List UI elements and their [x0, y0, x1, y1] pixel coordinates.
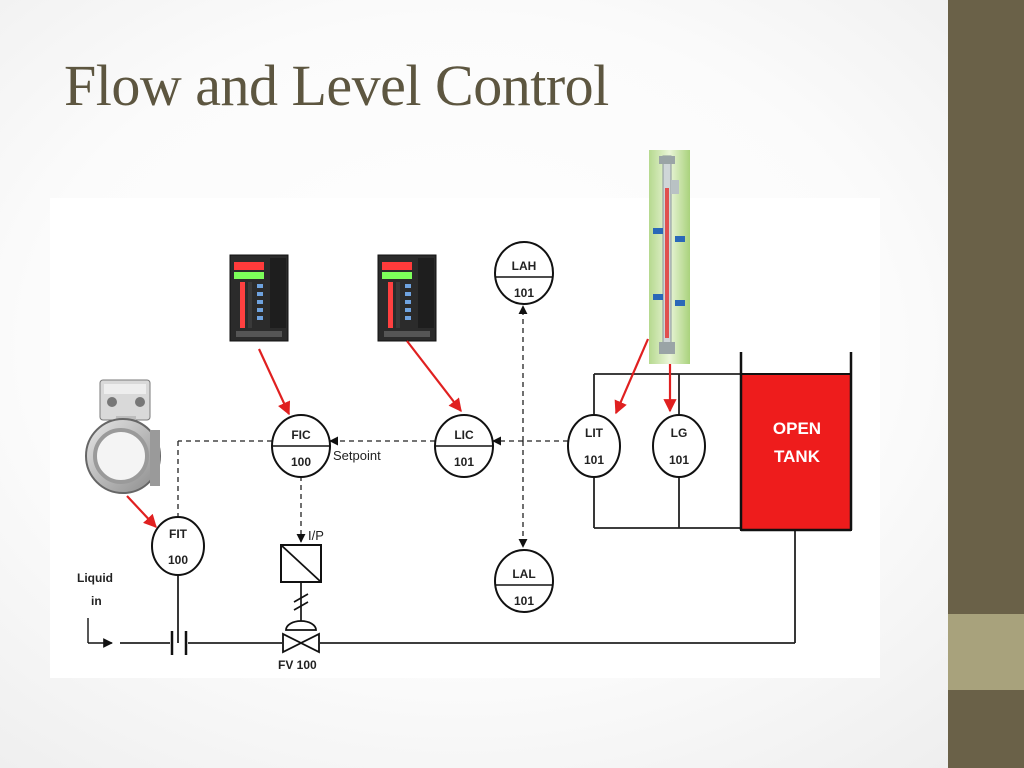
controller-picture-2: [377, 254, 437, 342]
ip-converter: [280, 544, 322, 583]
instrument-lit: LIT 101: [567, 414, 621, 478]
tank-label-1: OPEN: [773, 419, 821, 438]
instrument-lg: LG 101: [652, 414, 706, 478]
process-piping: [120, 373, 796, 644]
pneumatic-signal-marks: [293, 593, 309, 611]
ip-label: I/P: [308, 528, 324, 543]
instrument-fic: FIC 100: [271, 414, 331, 478]
slide-title: Flow and Level Control: [64, 53, 609, 118]
fit-tag: FIT: [169, 527, 188, 541]
lg-number: 101: [669, 453, 689, 467]
controller-picture-1: [229, 254, 289, 342]
lit-number: 101: [584, 453, 604, 467]
valve-label: FV 100: [278, 658, 317, 672]
lah-tag: LAH: [512, 259, 537, 273]
instrument-lal: LAL 101: [494, 549, 554, 613]
fit-number: 100: [168, 553, 188, 567]
level-gauge-picture: [649, 150, 690, 364]
setpoint-label: Setpoint: [333, 448, 381, 463]
instrument-lic: LIC 101: [434, 414, 494, 478]
tank-label-2: TANK: [774, 447, 821, 466]
instrument-fit: FIT 100: [151, 516, 205, 576]
instrument-lah: LAH 101: [494, 241, 554, 305]
lit-tag: LIT: [585, 426, 604, 440]
lic-tag: LIC: [454, 428, 474, 442]
picture-pointer-arrows: [126, 338, 677, 528]
fic-tag: FIC: [291, 428, 311, 442]
open-tank: OPEN TANK: [739, 352, 853, 532]
side-accent-block: [948, 614, 1024, 690]
liquid-in-label-1: Liquid: [77, 571, 113, 585]
liquid-in-label-2: in: [91, 594, 102, 608]
lg-tag: LG: [671, 426, 688, 440]
signal-lines: [177, 305, 568, 548]
inlet-arrow: [87, 618, 113, 648]
lal-number: 101: [514, 594, 534, 608]
orifice-plate: [170, 631, 188, 655]
control-valve: [282, 620, 320, 654]
lic-number: 101: [454, 455, 474, 469]
flow-meter-picture: [85, 379, 161, 494]
lah-number: 101: [514, 286, 534, 300]
fic-number: 100: [291, 455, 311, 469]
lal-tag: LAL: [512, 567, 535, 581]
